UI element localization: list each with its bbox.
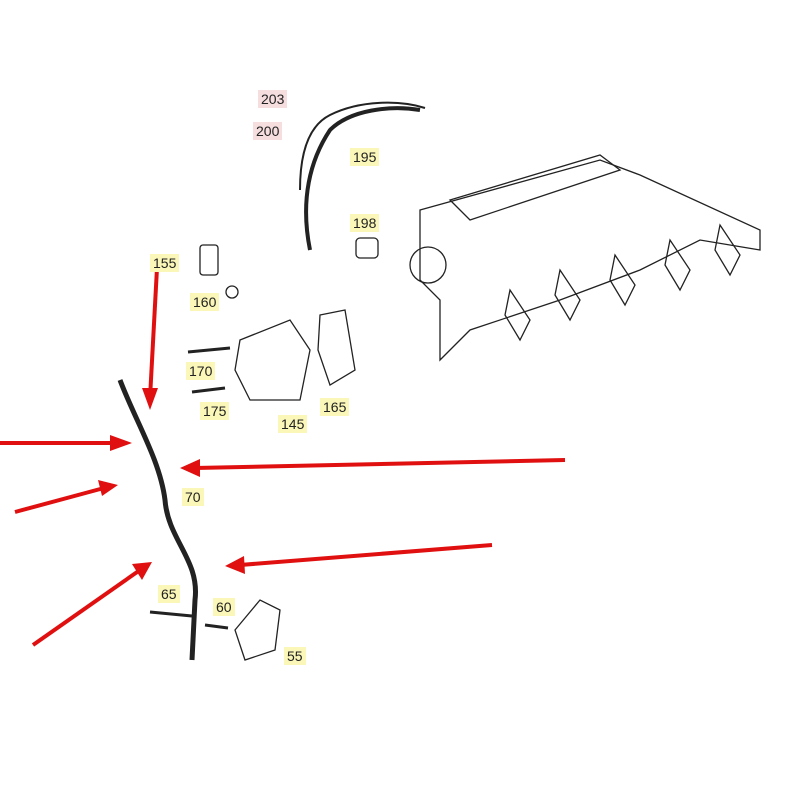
label-65: 65 — [158, 585, 180, 603]
label-195: 195 — [350, 148, 380, 166]
sensor-155 — [199, 244, 219, 276]
gasket-165 — [317, 309, 356, 386]
label-55: 55 — [284, 647, 306, 665]
label-145: 145 — [278, 415, 308, 433]
cover-145 — [234, 319, 311, 401]
pipe-195 — [304, 106, 421, 251]
label-60: 60 — [213, 598, 235, 616]
label-155: 155 — [150, 254, 180, 272]
label-200: 200 — [253, 122, 283, 140]
label-160: 160 — [190, 293, 220, 311]
exhaust-manifold — [409, 154, 761, 362]
oring-160 — [225, 285, 239, 299]
valve-55 — [234, 599, 281, 661]
label-203: 203 — [258, 90, 288, 108]
label-170: 170 — [186, 362, 216, 380]
label-198: 198 — [350, 214, 380, 232]
fitting-198 — [355, 237, 379, 259]
label-70: 70 — [182, 488, 204, 506]
label-175: 175 — [200, 402, 230, 420]
pipe-70 — [117, 379, 198, 661]
label-165: 165 — [320, 398, 350, 416]
red-arrows — [0, 267, 566, 647]
